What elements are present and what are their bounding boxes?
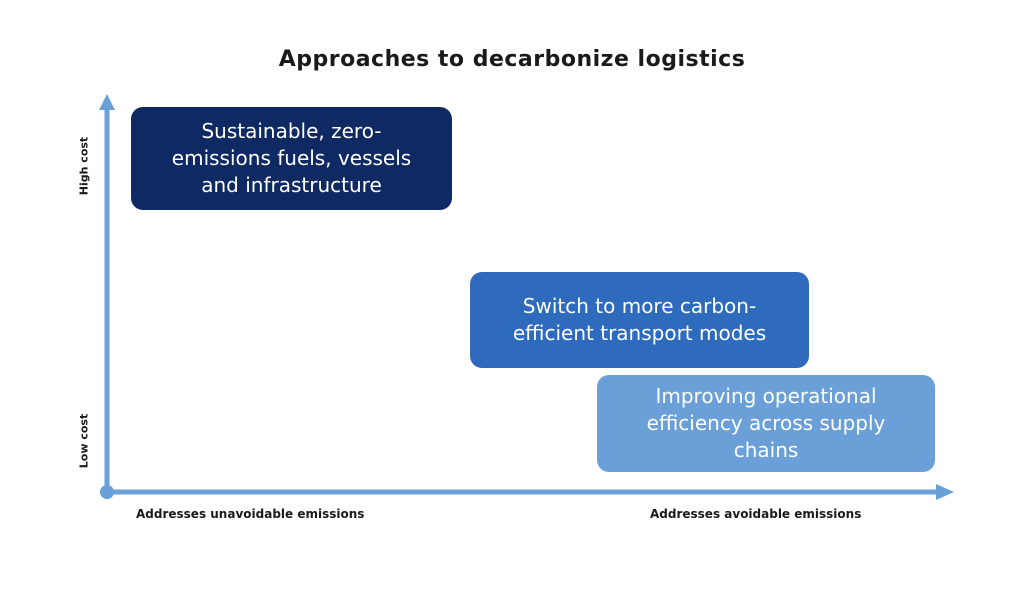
x-axis-arrowhead xyxy=(936,484,954,500)
box-carbon-efficient-transport: Switch to more carbon- efficient transpo… xyxy=(470,272,809,368)
x-axis-right-label: Addresses avoidable emissions xyxy=(650,507,862,521)
y-axis-high-label: High cost xyxy=(77,136,91,196)
box-carbon-efficient-transport-text: Switch to more carbon- efficient transpo… xyxy=(512,294,767,345)
box-sustainable-fuels: Sustainable, zero- emissions fuels, vess… xyxy=(131,107,452,210)
axis-origin-dot xyxy=(100,485,114,499)
y-axis-low-label: Low cost xyxy=(77,413,91,469)
x-axis-left-label: Addresses unavoidable emissions xyxy=(136,507,365,521)
box-operational-efficiency: Improving operational efficiency across … xyxy=(597,375,935,472)
box-operational-efficiency-text: Improving operational efficiency across … xyxy=(646,384,886,462)
diagram-title: Approaches to decarbonize logistics xyxy=(278,47,746,72)
box-sustainable-fuels-text: Sustainable, zero- emissions fuels, vess… xyxy=(171,119,412,197)
y-axis-arrowhead xyxy=(99,94,115,110)
